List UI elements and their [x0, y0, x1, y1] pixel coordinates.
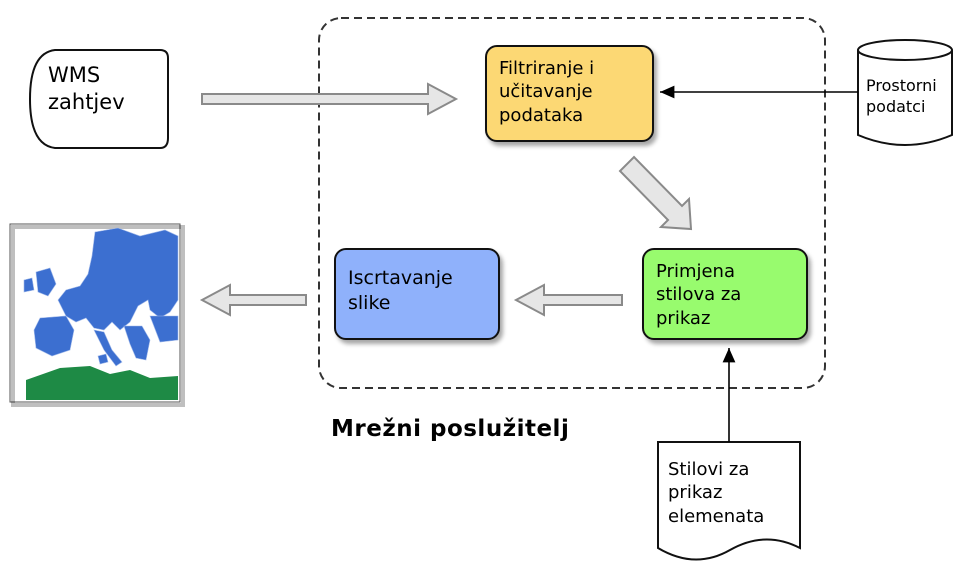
render-image-box: Iscrtavanje slike — [334, 248, 500, 340]
apply-styles-box: Primjena stilova za prikaz — [642, 248, 808, 340]
africa-landmass — [26, 366, 178, 400]
arrow-render-to-map — [199, 283, 307, 317]
styles-document-shape — [657, 441, 801, 561]
filter-load-label: Filtriranje i učitavanje podataka — [499, 58, 595, 126]
arrow-request-to-filter — [201, 82, 459, 116]
render-image-label: Iscrtavanje slike — [348, 267, 453, 314]
wms-request-shape — [28, 49, 169, 149]
wms-request-label: WMS zahtjev — [48, 63, 125, 115]
database-cylinder — [857, 39, 953, 146]
spatial-data-label: Prostorni podatci — [866, 76, 937, 116]
wms-request: WMS zahtjev — [48, 62, 168, 117]
spatial-data: Prostorni podatci — [866, 76, 937, 118]
styles-document-label: Stilovi za prikaz elemenata — [668, 459, 765, 527]
apply-styles-label: Primjena stilova za prikaz — [656, 261, 742, 329]
arrow-style-to-render — [513, 283, 623, 317]
styles-document: Stilovi za prikaz elemenata — [668, 458, 764, 528]
arrow-filter-to-style — [618, 155, 693, 231]
filter-load-box: Filtriranje i učitavanje podataka — [485, 45, 654, 142]
europe-map-image — [9, 223, 185, 407]
server-label: Mrežni poslužitelj — [331, 416, 570, 442]
